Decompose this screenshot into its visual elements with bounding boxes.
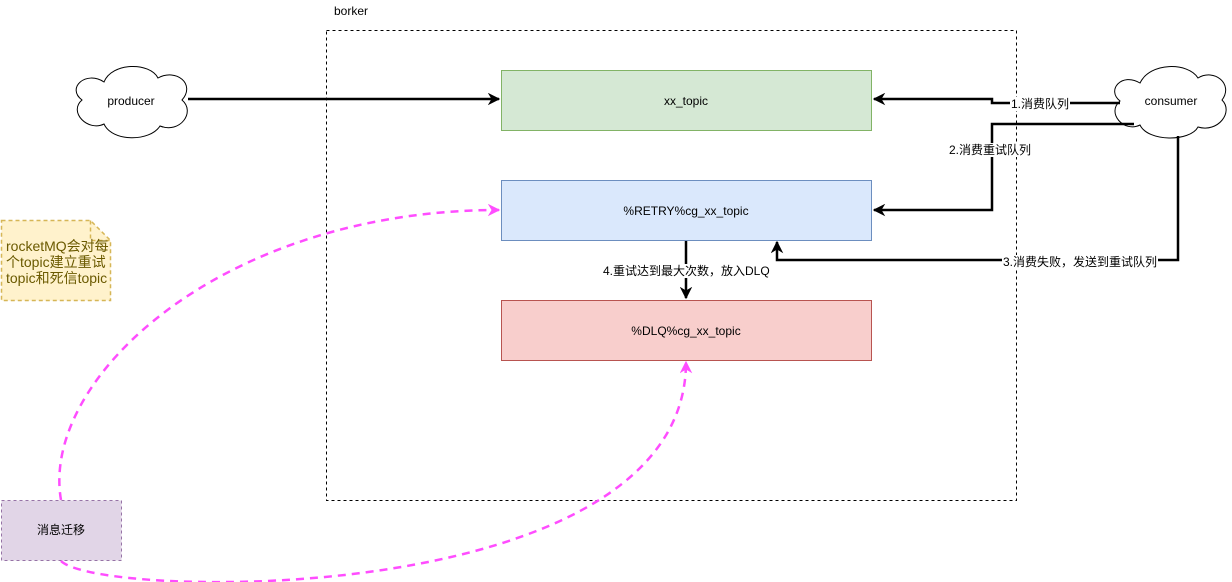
edge-label-consume-fail: 3.消费失败，发送到重试队列 — [1002, 255, 1159, 269]
retry-topic-label: %RETRY%cg_xx_topic — [623, 204, 749, 218]
migration-to-dlq-arrow — [60, 360, 693, 582]
xx-topic-box[interactable] — [501, 70, 872, 131]
consumer-label: consumer — [1144, 94, 1198, 108]
producer-label: producer — [107, 94, 155, 108]
note-text: rocketMQ会对每个topic建立重试topic和死信topic — [6, 238, 109, 286]
consume-fail-arrow — [770, 136, 1180, 262]
retry-topic-box[interactable] — [501, 180, 872, 241]
edge-label-retry-to-dlq: 4.重试达到最大次数，放入DLQ — [602, 264, 771, 278]
xx-topic-label: xx_topic — [663, 94, 709, 108]
consume-queue-arrow — [872, 92, 1120, 106]
note-shape — [0, 219, 112, 302]
edge-label-consume-retry-queue: 2.消费重试队列 — [948, 143, 1033, 157]
migration-to-retry-arrow — [58, 203, 501, 501]
broker-label: borker — [334, 4, 369, 18]
migration-box[interactable] — [1, 500, 122, 561]
consumer-cloud[interactable] — [1114, 66, 1227, 139]
dlq-topic-box[interactable] — [501, 300, 872, 361]
migration-label: 消息迁移 — [36, 523, 86, 537]
edge-label-consume-queue: 1.消费队列 — [1010, 97, 1071, 111]
consume-retry-queue-arrow — [872, 122, 1134, 217]
producer-cloud[interactable] — [75, 65, 188, 139]
dlq-topic-label: %DLQ%cg_xx_topic — [631, 324, 741, 338]
